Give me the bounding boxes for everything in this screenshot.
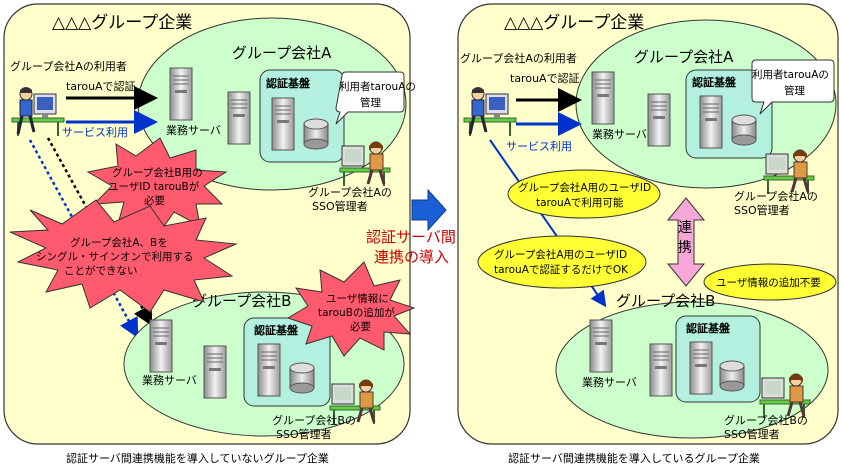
left-group-title: △△△グループ企業 (52, 13, 192, 33)
right-ellipse2-line1: グループ会社A用のユーザID (494, 248, 627, 261)
database-icon (731, 114, 757, 146)
server-icon (227, 91, 251, 145)
left-a-bubble-line1: 利用者tarouAの (339, 81, 416, 93)
arrow-right-icon (411, 188, 447, 232)
middle-line2: 連携の導入 (374, 248, 449, 266)
right-ellipse1-line2: tarouAで利用可能 (536, 196, 624, 209)
left-a-speech-bubble (335, 71, 405, 125)
left-auth-label: tarouAで認証 (66, 79, 136, 93)
left-burst-2 (9, 199, 238, 313)
left-service-label: サービス利用 (62, 126, 128, 139)
database-icon (719, 360, 745, 392)
right-b-server-label: 業務サーバ (582, 375, 637, 389)
right-service-label: サービス利用 (506, 140, 572, 153)
server-icon (589, 319, 613, 373)
right-a-server-label: 業務サーバ (592, 127, 647, 141)
right-company-b-title: グループ会社B (616, 292, 715, 310)
server-icon (203, 345, 227, 399)
right-b-sso-line1: グループ会社Bの (724, 413, 808, 427)
link-label-2: 携 (678, 240, 692, 256)
left-b-sso-line2: SSO管理者 (276, 427, 332, 441)
left-burst2-line3: ことができない (64, 264, 138, 277)
left-burst2-line2: シングル・サインオンで利用する (36, 250, 194, 263)
right-ellipse1-line1: グループ会社A用のユーザID (518, 181, 651, 194)
right-caption: 認証サーバ間連携機能を導入しているグループ企業 (508, 451, 760, 465)
left-a-bubble-line2: 管理 (360, 96, 381, 109)
left-burst1-line2: ユーザID tarouBが (108, 180, 200, 193)
server-icon (649, 343, 673, 397)
left-caption: 認証サーバ間連携機能を導入していないグループ企業 (66, 451, 329, 465)
right-b-auth-label: 認証基盤 (686, 321, 731, 335)
left-burst-3 (286, 261, 416, 357)
link-label-1: 連 (678, 220, 692, 236)
server-icon (689, 341, 713, 395)
right-ellipse-3 (703, 263, 837, 301)
left-a-auth-label: 認証基盤 (266, 76, 311, 90)
left-company-a-title: グループ会社A (232, 44, 332, 62)
database-icon (289, 362, 315, 394)
database-icon (303, 118, 329, 150)
left-burst1-line1: グループ会社B用の (112, 166, 203, 179)
left-a-sso-line1: グループ会社Aの (308, 185, 392, 199)
left-a-sso-line2: SSO管理者 (312, 199, 368, 213)
right-ellipse-2 (477, 235, 647, 289)
left-burst3-line1: ユーザ情報に (326, 292, 389, 305)
left-burst2-line1: グループ会社A、Bを (70, 236, 168, 249)
right-a-auth-label: 認証基盤 (692, 75, 737, 89)
right-a-bubble-line1: 利用者tarouAの (752, 69, 829, 81)
left-b-auth-label: 認証基盤 (254, 323, 299, 337)
right-user-label: グループ会社Aの利用者 (460, 51, 577, 65)
left-user-label: グループ会社Aの利用者 (10, 59, 127, 73)
left-burst1-line3: 必要 (144, 194, 165, 207)
right-ellipse3-line1: ユーザ情報の追加不要 (716, 276, 821, 289)
right-b-sso-line2: SSO管理者 (724, 427, 780, 441)
server-icon (647, 93, 671, 147)
server-icon (149, 319, 173, 373)
server-icon (271, 97, 295, 151)
left-burst3-line2: tarouBの追加が (318, 306, 395, 319)
right-a-sso-line2: SSO管理者 (734, 203, 790, 217)
server-icon (591, 71, 615, 125)
right-ellipse-1 (507, 169, 661, 219)
right-a-bubble-line2: 管理 (784, 84, 805, 97)
right-company-a-title: グループ会社A (634, 48, 734, 66)
left-burst3-line3: 必要 (350, 320, 371, 333)
left-b-server-label: 業務サーバ (142, 373, 197, 387)
right-a-speech-bubble (751, 59, 835, 115)
server-icon (169, 67, 193, 121)
right-group-title: △△△グループ企業 (504, 13, 644, 33)
middle-line1: 認証サーバ間 (366, 228, 456, 246)
right-auth-label: tarouAで認証 (510, 71, 580, 85)
right-ellipse2-line2: tarouAで認証するだけでOK (494, 263, 629, 276)
left-a-server-label: 業務サーバ (166, 123, 221, 137)
right-a-sso-line1: グループ会社Aの (734, 189, 818, 203)
link-arrow-icon (666, 197, 706, 287)
server-icon (699, 95, 723, 149)
left-b-sso-line1: グループ会社Bの (272, 413, 356, 427)
left-company-b-title: グループ会社B (192, 292, 291, 310)
server-icon (257, 343, 281, 397)
